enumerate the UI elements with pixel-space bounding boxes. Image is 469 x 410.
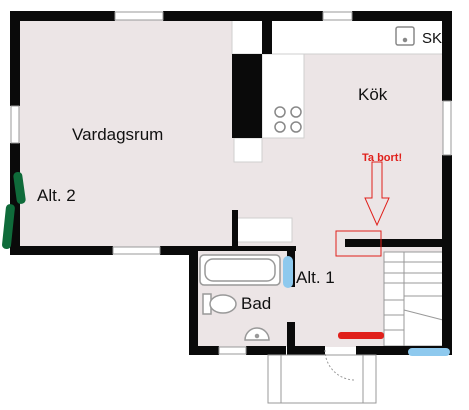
wall-left-upper <box>10 11 20 106</box>
alt1-label: Alt. 1 <box>296 268 335 287</box>
alt2-marker-lower <box>2 204 15 250</box>
annotation-markers <box>2 171 450 356</box>
entrance-porch <box>267 354 377 404</box>
door-swing <box>324 349 356 381</box>
window-top-right <box>322 11 353 21</box>
wall-bath-bottom-1 <box>189 346 219 355</box>
wall-top-mid <box>163 11 323 21</box>
removal-indicator <box>335 161 390 257</box>
kitchen-sink-icon <box>395 26 415 46</box>
fixture-label-sk: SK <box>422 30 443 47</box>
wall-left-lower <box>10 143 20 255</box>
window-bottom-left <box>112 246 161 255</box>
room-label-bad: Bad <box>241 294 272 313</box>
wall-partition <box>345 239 442 247</box>
stove-icon <box>274 106 302 133</box>
wall-top-inner <box>262 20 272 54</box>
washbasin-icon <box>244 327 270 341</box>
alt2-marker-upper <box>13 171 26 204</box>
wall-top-right <box>352 11 452 21</box>
removal-arrow <box>364 161 390 227</box>
wall-kitchen-divider <box>232 54 262 138</box>
wall-bath-bottom-2 <box>246 346 286 355</box>
entrance <box>267 349 377 404</box>
wall-right-lower <box>442 155 452 355</box>
window-top-left <box>114 11 164 21</box>
wall-kitchen-stub <box>232 210 238 246</box>
room-label-vardagsrum: Vardagsrum <box>72 125 164 144</box>
wall-bottom-mid <box>160 246 196 255</box>
room-label-kok: Kök <box>358 85 388 104</box>
window-left <box>10 105 20 144</box>
wall-top-left <box>10 11 115 21</box>
wall-bath-right-lower <box>287 322 295 355</box>
windows <box>10 11 452 355</box>
wall-bottom-left <box>10 246 113 255</box>
window-right <box>442 100 452 156</box>
removal-label: Ta bort! <box>362 152 403 164</box>
staircase <box>383 251 444 347</box>
wall-bottom-right-2 <box>356 346 452 355</box>
wall-bottom-right-1 <box>295 346 325 355</box>
main-floor <box>18 20 443 247</box>
wall-right-upper <box>442 11 452 101</box>
counter-left <box>261 53 305 139</box>
walls <box>10 11 452 355</box>
toilet-icon <box>202 293 237 315</box>
wall-bath-top <box>196 246 296 251</box>
window-bath <box>218 346 247 355</box>
alt2-label: Alt. 2 <box>37 186 76 205</box>
bathtub-icon <box>199 254 281 286</box>
wall-bath-left <box>189 246 198 355</box>
counter-small <box>233 137 263 163</box>
removal-marker <box>338 332 384 339</box>
removal-box <box>335 230 382 257</box>
alt1-marker <box>283 256 293 288</box>
stair-marker <box>408 348 450 356</box>
counter-bottom <box>233 217 293 243</box>
